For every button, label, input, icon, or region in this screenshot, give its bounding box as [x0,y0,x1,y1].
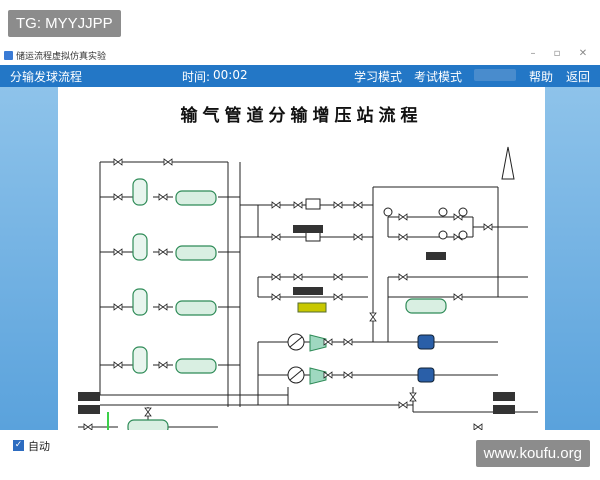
flow-title: 分输发球流程 [10,70,83,84]
process-diagram-canvas: 输气管道分输增压站流程 [58,87,545,430]
app-icon [4,51,13,60]
timer-label: 时间: [182,70,211,84]
diagram-title: 输气管道分输增压站流程 [180,106,423,126]
auto-checkbox-label: 自动 [28,440,50,453]
right-side-panel [545,87,600,430]
back-button[interactable]: 返回 [566,70,591,84]
separators [132,178,148,374]
disabled-menu-item [474,69,516,81]
minimize-icon[interactable]: – [530,48,536,59]
app-window: 储运流程虚拟仿真实验 – ▫ ✕ 分输发球流程 时间: 00:02 学习模式 考… [0,47,600,453]
timer-value: 00:02 [213,68,248,82]
vent-stack [501,146,515,180]
instruments [78,198,515,414]
watermark-bottom-right: www.koufu.org [475,440,590,467]
window-title: 储运流程虚拟仿真实验 [16,52,107,62]
close-icon[interactable]: ✕ [578,48,588,59]
auto-checkbox[interactable]: ✓ [12,439,25,452]
compressors [287,333,435,385]
maximize-icon[interactable]: ▫ [553,48,561,59]
exam-mode-button[interactable]: 考试模式 [414,70,463,84]
help-button[interactable]: 帮助 [529,70,554,84]
watermark-top-left: TG: MYYJJPP [8,10,121,37]
window-titlebar: 储运流程虚拟仿真实验 – ▫ ✕ [0,47,600,66]
learn-mode-button[interactable]: 学习模式 [354,70,403,84]
menu-bar: 分输发球流程 时间: 00:02 学习模式 考试模式 帮助 返回 [0,65,600,87]
left-side-panel: ✓ 自动 [0,87,58,453]
pipeline-diagram [78,146,538,430]
filters [127,190,447,430]
